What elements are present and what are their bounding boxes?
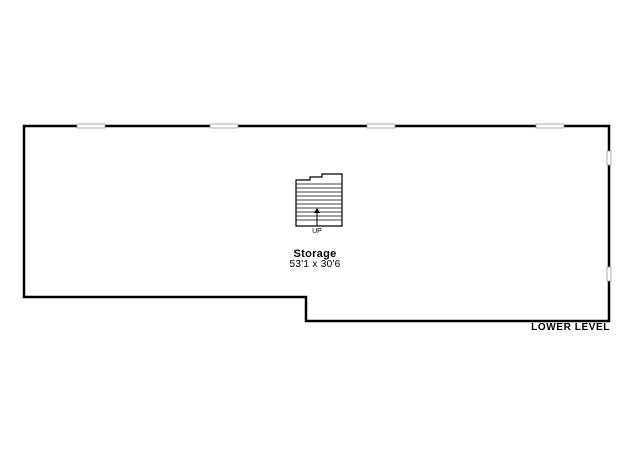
window [209,123,239,129]
stair-direction-label: UP [312,228,322,235]
window [606,266,612,282]
level-label: LOWER LEVEL [531,322,610,333]
stair-arrow-icon [314,208,320,226]
room-name: Storage [293,248,337,260]
stair-outline [295,173,343,227]
window [606,150,612,166]
staircase [295,173,343,227]
stair-treads [296,183,342,221]
window [535,123,565,129]
window [366,123,396,129]
exterior-wall [22,124,611,323]
window [76,123,106,129]
room-dimensions: 53'1 x 30'6 [289,259,341,270]
top-windows [76,123,565,129]
side-windows [606,150,612,282]
